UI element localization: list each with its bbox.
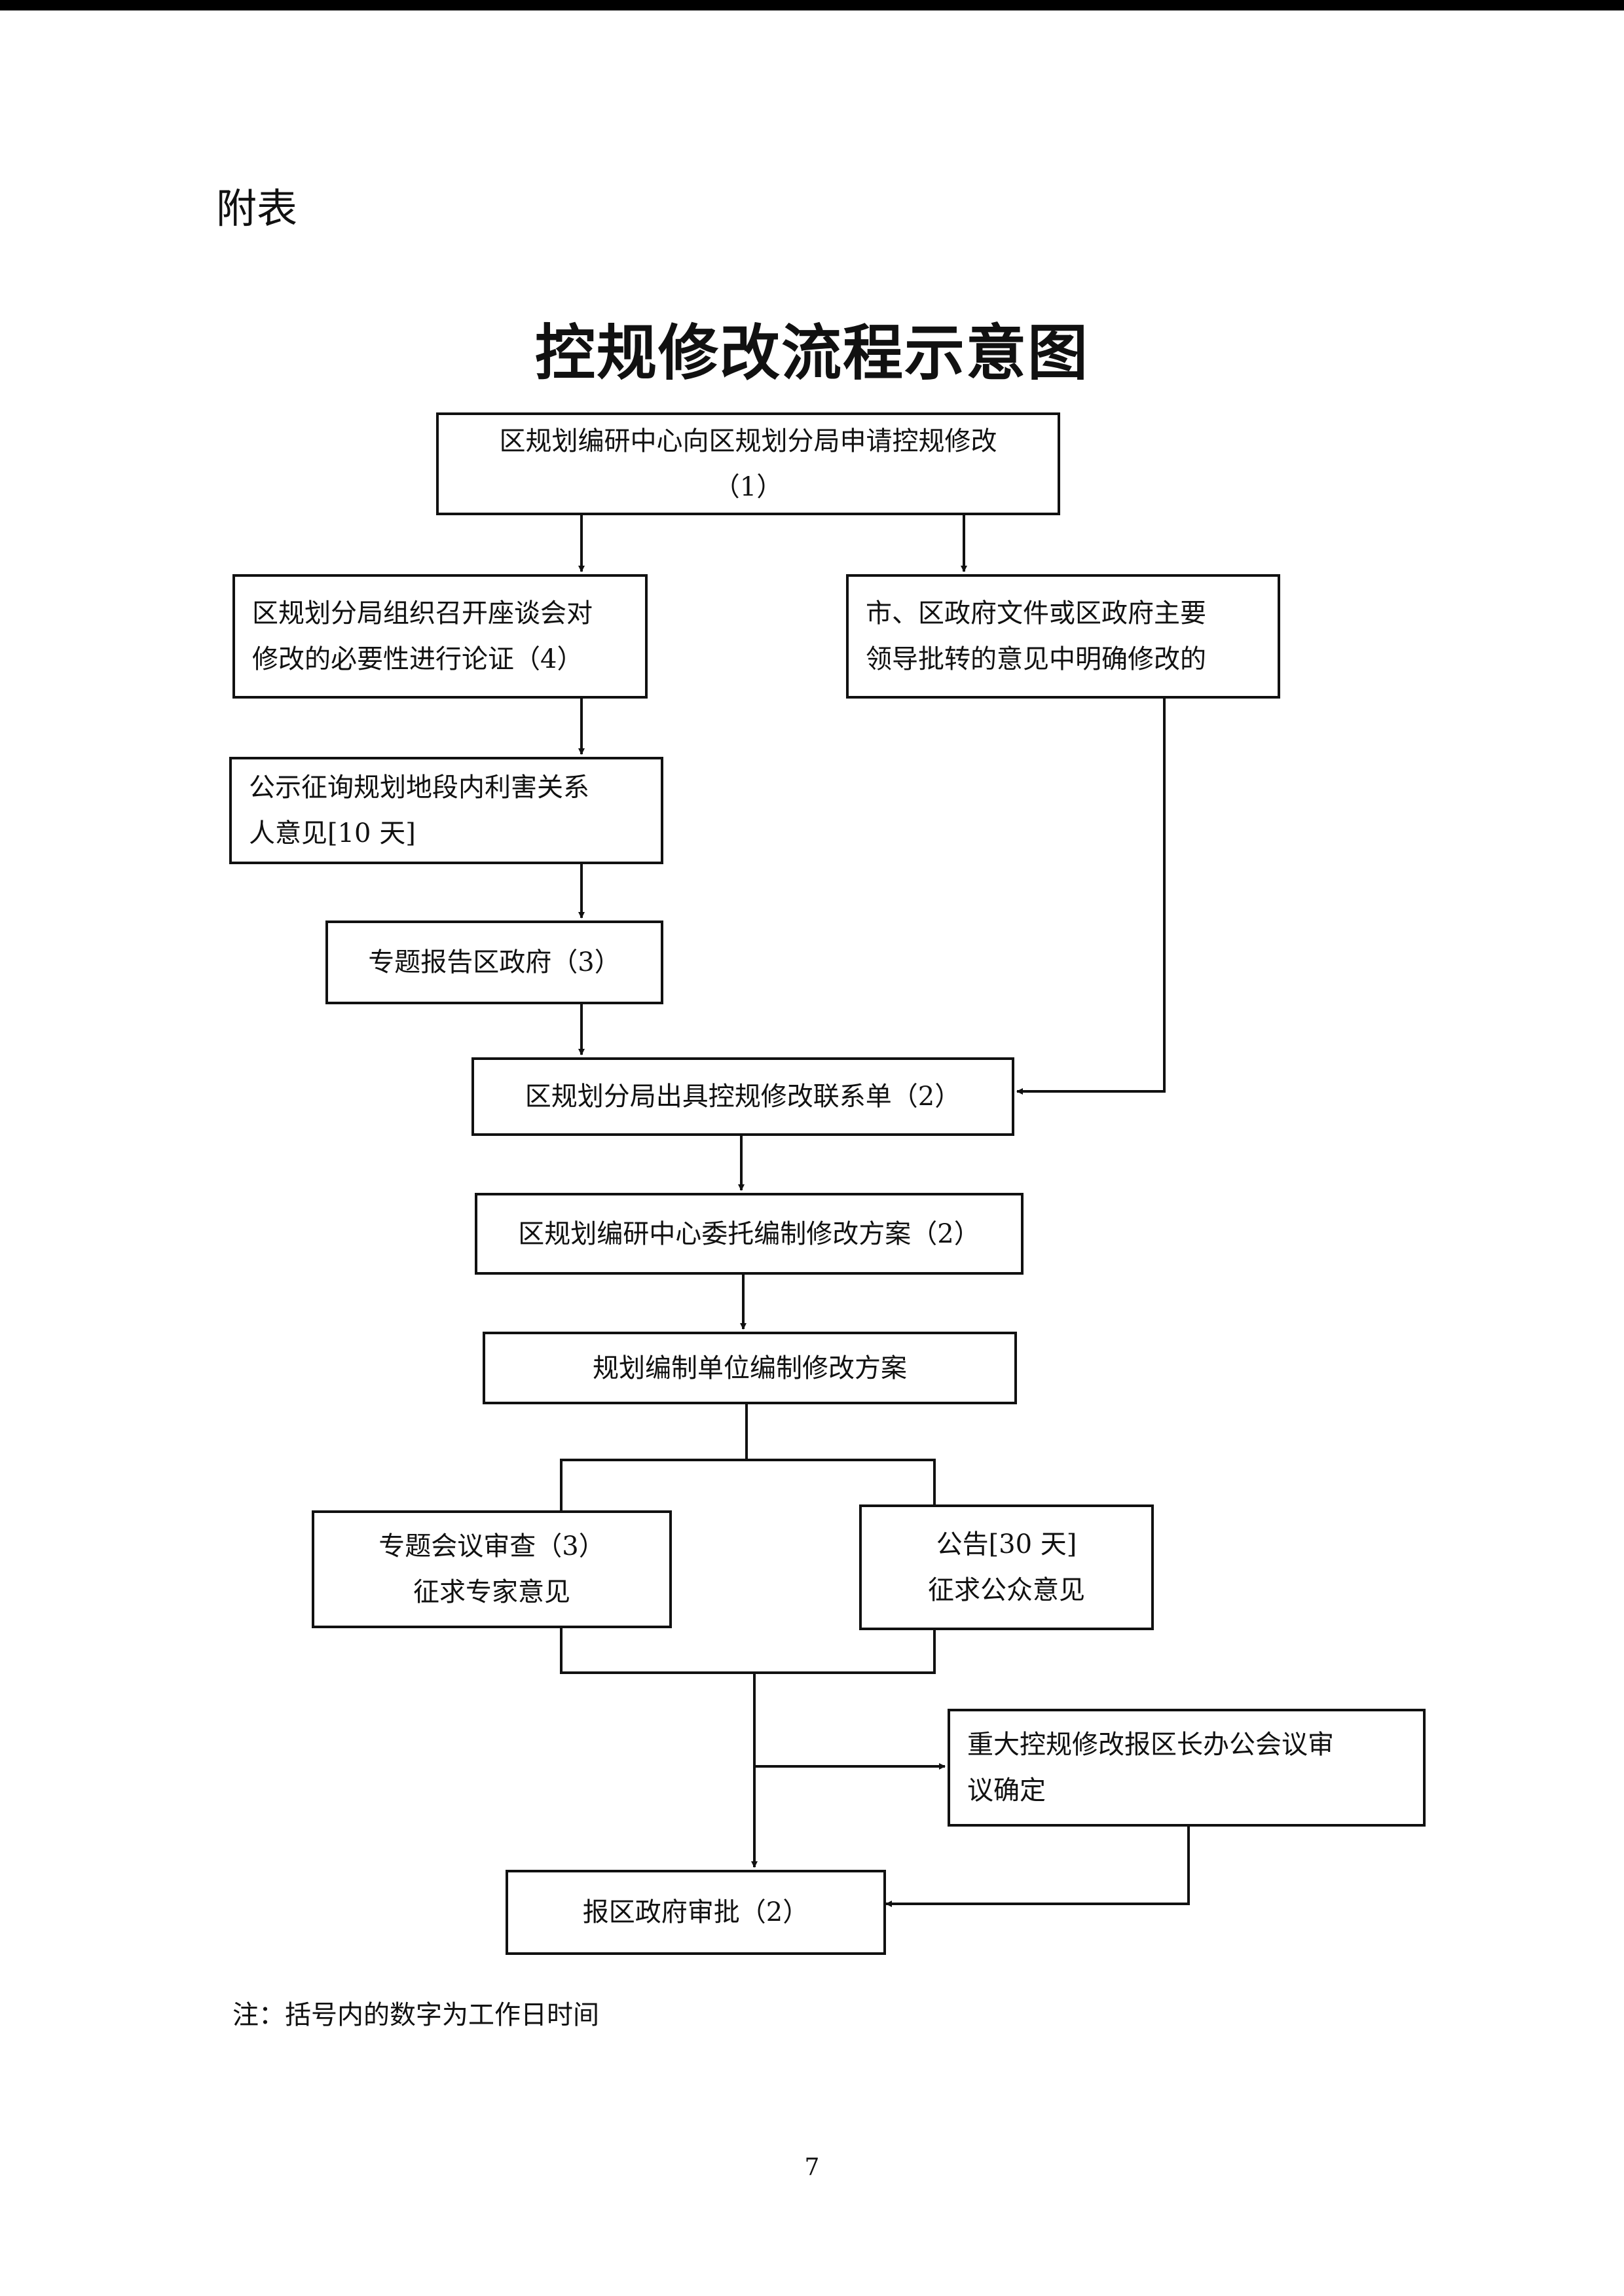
step-approval: 报区政府审批（2） <box>506 1870 886 1955</box>
step-expert-review: 专题会议审查（3）征求专家意见 <box>312 1510 672 1628</box>
step-apply: 区规划编研中心向区规划分局申请控规修改（1） <box>436 412 1060 515</box>
connector-split <box>560 1459 936 1510</box>
step-report: 专题报告区政府（3） <box>325 920 663 1004</box>
step-gov-document: 市、区政府文件或区政府主要领导批转的意见中明确修改的 <box>846 574 1280 699</box>
step-major-revision: 重大控规修改报区长办公会议审议确定 <box>948 1709 1426 1827</box>
arrow-govdoc-to-contact <box>1016 697 1166 1095</box>
connector-merge <box>560 1627 936 1674</box>
step-commission: 区规划编研中心委托编制修改方案（2） <box>475 1193 1024 1275</box>
step-compile: 规划编制单位编制修改方案 <box>483 1332 1017 1404</box>
page-title: 控规修改流程示意图 <box>534 318 1089 388</box>
scan-top-border <box>0 0 1624 10</box>
step-announcement: 公告[30 天]征求公众意见 <box>859 1504 1154 1630</box>
footnote: 注：括号内的数字为工作日时间 <box>232 2000 599 2030</box>
page-number: 7 <box>804 2154 820 2181</box>
appendix-heading: 附表 <box>216 185 298 232</box>
step-contact-sheet: 区规划分局出具控规修改联系单（2） <box>471 1057 1014 1136</box>
step-publicity: 公示征询规划地段内利害关系人意见[10 天] <box>229 757 663 864</box>
step-seminar: 区规划分局组织召开座谈会对修改的必要性进行论证（4） <box>232 574 648 699</box>
arrow-major-to-approve <box>885 1825 1190 1907</box>
